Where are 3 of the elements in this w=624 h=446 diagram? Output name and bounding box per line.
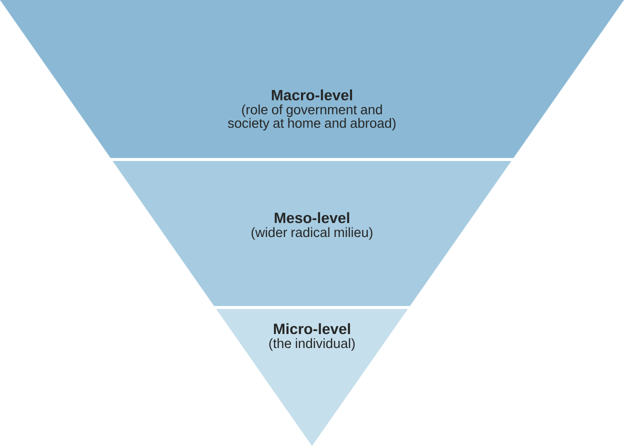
band: Micro-level (the individual): [216, 309, 408, 446]
band: Meso-level (wider radical milieu): [112, 161, 512, 306]
band: Macro-level (role of government and society at home and abroad): [0, 0, 624, 158]
